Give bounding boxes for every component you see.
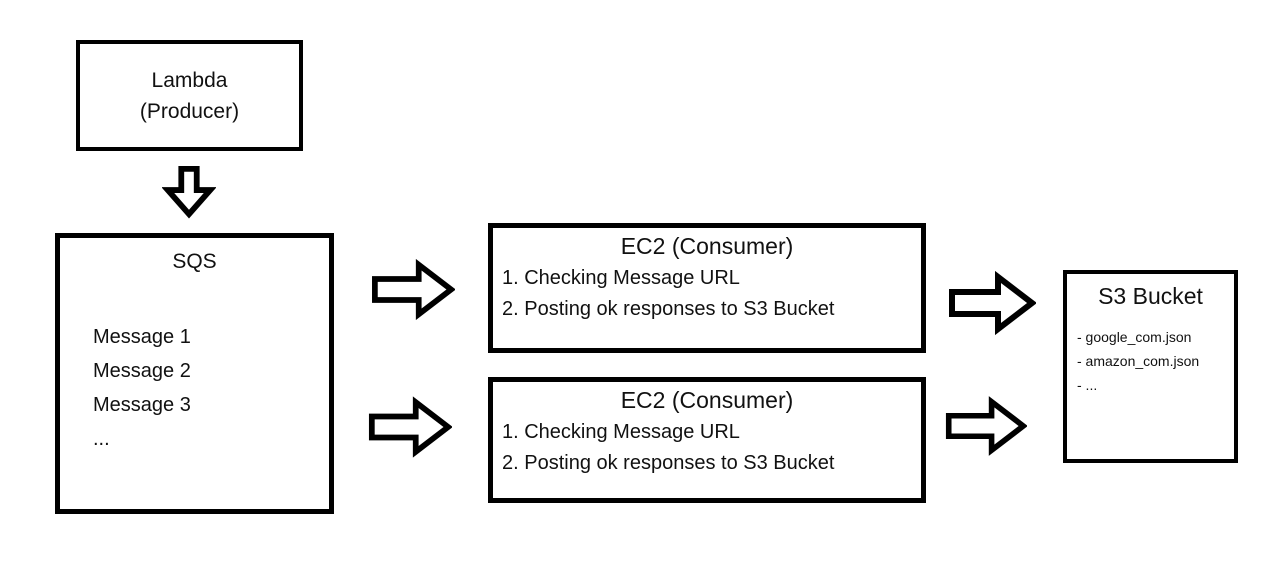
s3-bucket-box: S3 Bucket - google_com.json - amazon_com… (1063, 270, 1238, 463)
sqs-box: SQS Message 1 Message 2 Message 3 ... (55, 233, 334, 514)
ec2-title: EC2 (Consumer) (620, 387, 794, 413)
ec2-consumer-box-2: EC2 (Consumer) 1. Checking Message URL 2… (488, 377, 926, 503)
sqs-message-list: Message 1 Message 2 Message 3 ... (93, 320, 329, 456)
sqs-message-ellipsis: ... (93, 428, 110, 450)
arrow-lambda-to-sqs-icon (162, 165, 216, 219)
lambda-title-line1: Lambda (151, 68, 228, 92)
sqs-message: Message 1 (93, 326, 191, 348)
ec2-step: 1. Checking Message URL (502, 421, 740, 443)
sqs-message: Message 2 (93, 360, 191, 382)
ec2-consumer-box-1: EC2 (Consumer) 1. Checking Message URL 2… (488, 223, 926, 353)
s3-file: - amazon_com.json (1077, 353, 1200, 369)
ec2-step: 2. Posting ok responses to S3 Bucket (502, 452, 835, 474)
sqs-message: Message 3 (93, 394, 191, 416)
lambda-title-line2: (Producer) (139, 99, 240, 123)
s3-title: S3 Bucket (1098, 283, 1203, 309)
s3-file: - google_com.json (1077, 329, 1192, 345)
s3-file-ellipsis: - ... (1077, 377, 1098, 393)
ec2-title: EC2 (Consumer) (620, 233, 794, 259)
ec2-step: 2. Posting ok responses to S3 Bucket (502, 298, 835, 320)
arrow-sqs-to-ec2-bottom-icon (368, 396, 452, 458)
ec2-step-list: 1. Checking Message URL 2. Posting ok re… (502, 263, 921, 325)
sqs-title: SQS (172, 250, 217, 273)
arrow-sqs-to-ec2-top-icon (372, 259, 455, 320)
arrow-ec2-top-to-s3-icon (949, 270, 1036, 336)
ec2-step: 1. Checking Message URL (502, 267, 740, 289)
lambda-producer-box: Lambda (Producer) (76, 40, 303, 151)
ec2-step-list: 1. Checking Message URL 2. Posting ok re… (502, 417, 921, 479)
arrow-ec2-bottom-to-s3-icon (945, 396, 1027, 456)
s3-file-list: - google_com.json - amazon_com.json - ..… (1077, 325, 1234, 397)
